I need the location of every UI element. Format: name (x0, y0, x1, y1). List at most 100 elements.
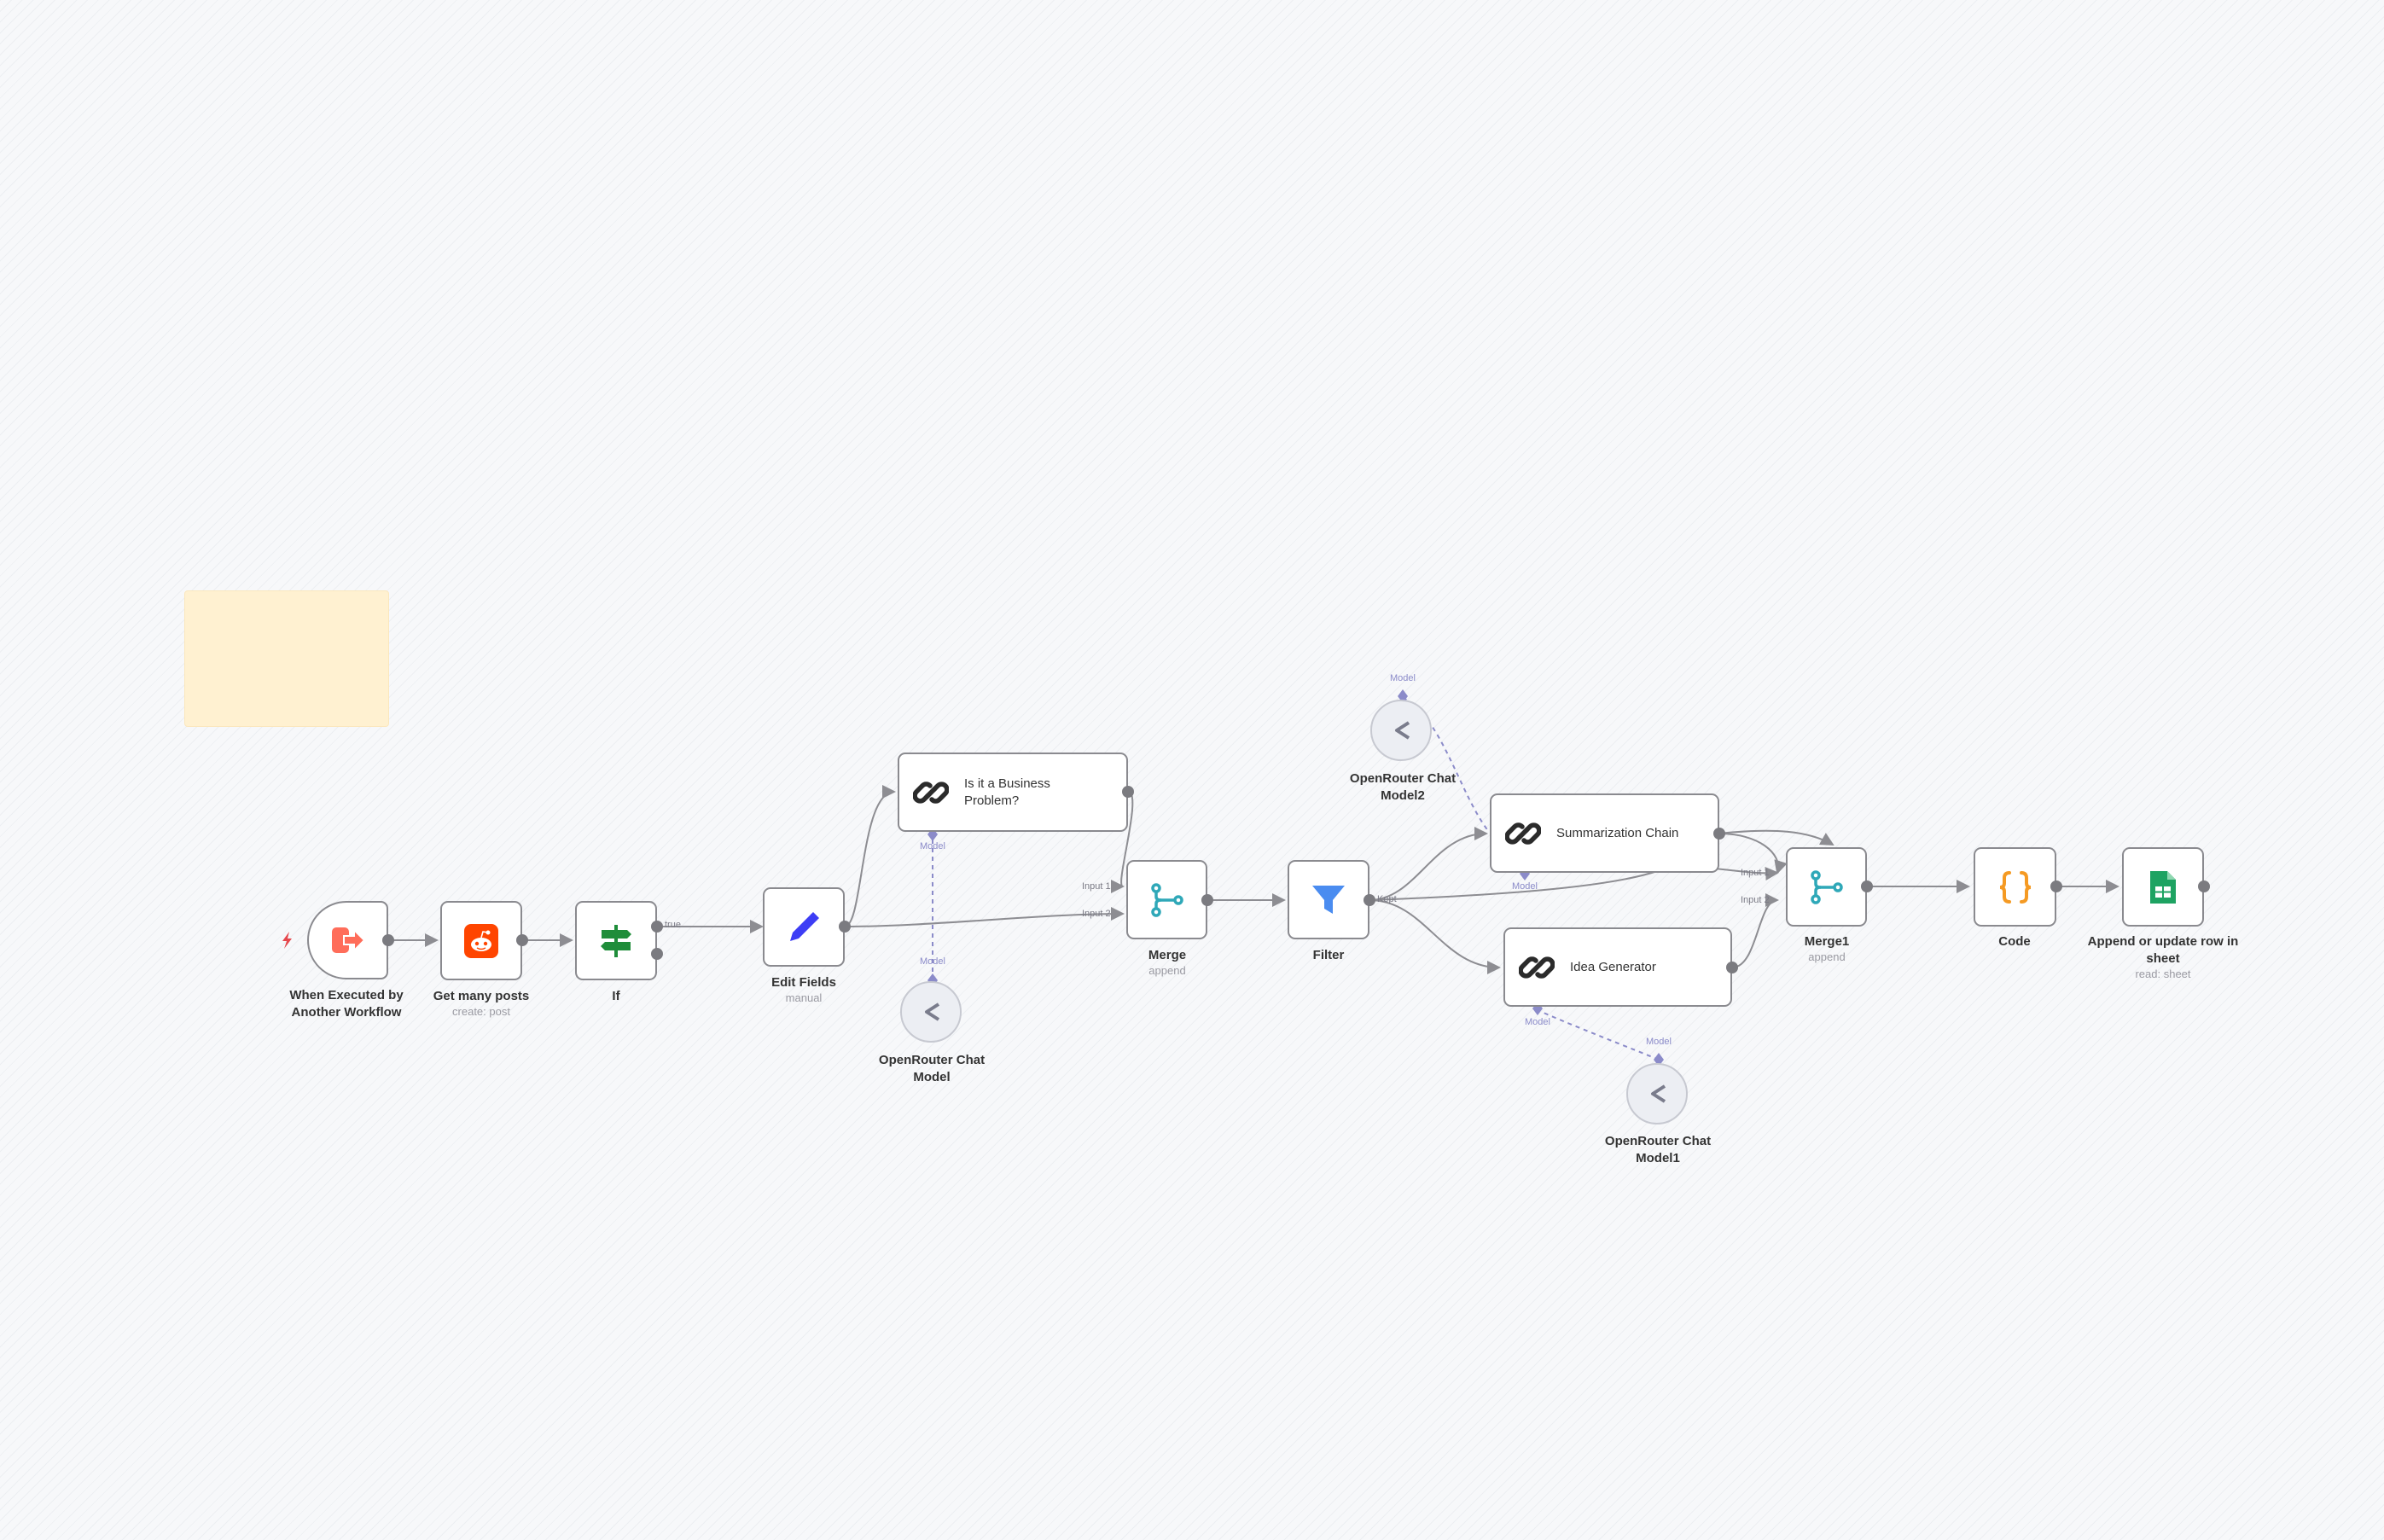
reddit-label: Get many posts (433, 989, 530, 1003)
business-title-line1: Is it a Business (964, 776, 1050, 791)
openrouter-icon (918, 999, 944, 1025)
edge-summarization-to-merge1[interactable] (1718, 833, 1788, 875)
trigger-output-handle[interactable] (382, 934, 394, 946)
merge-icon (1809, 869, 1845, 905)
sheets-label-line2: sheet (2146, 950, 2180, 966)
trigger-label-line2: Another Workflow (291, 1004, 402, 1020)
node-openrouter-chat-model2[interactable] (1370, 700, 1432, 761)
trigger-label-line1: When Executed by (289, 988, 404, 1002)
openrouter2-connector-label: Model (1390, 673, 1416, 683)
node-idea-generator[interactable]: Idea Generator (1503, 927, 1732, 1007)
sheets-label-line1: Append or update row in (2087, 934, 2239, 949)
code-output-handle[interactable] (2050, 880, 2062, 892)
node-filter[interactable] (1288, 860, 1369, 939)
chain-link-icon (1505, 816, 1541, 851)
filter-output-handle[interactable] (1364, 894, 1375, 906)
node-edit-fields[interactable] (763, 887, 845, 967)
trigger-lightning-icon (282, 932, 292, 949)
merge1-sublabel: append (1808, 950, 1846, 963)
merge1-output-handle[interactable] (1861, 880, 1873, 892)
idea-output-handle[interactable] (1726, 962, 1738, 973)
node-trigger[interactable] (307, 901, 388, 979)
trigger-label: When Executed by Another Workflow (289, 987, 403, 1020)
sheets-sublabel: read: sheet (2135, 968, 2191, 980)
merge-label: Merge (1148, 948, 1187, 962)
node-append-row-sheet[interactable] (2122, 847, 2204, 927)
google-sheets-icon (2149, 869, 2178, 905)
exit-arrow-icon (330, 924, 366, 956)
openrouter-icon (1388, 718, 1414, 743)
merge-input1-label: Input 1 (1082, 881, 1111, 892)
edit-fields-sublabel: manual (785, 991, 823, 1004)
node-merge1[interactable] (1786, 847, 1867, 927)
business-problem-title: Is it a Business Problem? (964, 776, 1050, 809)
code-label: Code (1998, 934, 2031, 949)
merge-input2-label: Input 2 (1082, 909, 1111, 919)
edge-filter-to-merge1-input1[interactable] (1369, 866, 1779, 901)
if-label: If (612, 989, 620, 1003)
sheets-label: Append or update row in sheet (2088, 933, 2239, 967)
merge-output-handle[interactable] (1201, 894, 1213, 906)
openrouter2-label: OpenRouter Chat Model2 (1350, 770, 1456, 804)
signpost-icon (598, 923, 634, 959)
summarization-model-input-label: Model (1512, 881, 1538, 892)
openrouter-connector-label: Model (920, 956, 945, 967)
business-title-line2: Problem? (964, 793, 1020, 808)
edit-fields-label: Edit Fields (771, 975, 836, 990)
merge-sublabel: append (1148, 964, 1186, 977)
edge-editfields-to-merge-input2[interactable] (844, 907, 1125, 927)
openrouter1-connector-label: Model (1646, 1037, 1672, 1047)
edge-filter-to-idea[interactable] (1369, 899, 1501, 974)
business-model-input-label: Model (920, 841, 945, 851)
openrouter2-label-line1: OpenRouter Chat (1349, 771, 1457, 786)
filter-label: Filter (1312, 948, 1345, 962)
edge-openrouter2-to-summarization-model[interactable] (1402, 697, 1490, 833)
node-business-problem-chain[interactable]: Is it a Business Problem? (898, 753, 1128, 832)
merge1-label: Merge1 (1804, 934, 1850, 949)
reddit-output-handle[interactable] (516, 934, 528, 946)
edge-filter-to-summarization[interactable] (1369, 827, 1488, 901)
merge-icon (1149, 882, 1185, 918)
if-true-branch-label: true (665, 920, 681, 930)
curly-braces-icon (1997, 869, 2033, 905)
edge-summarization-to-merge1-top[interactable] (1718, 829, 1835, 846)
idea-generator-title: Idea Generator (1570, 959, 1656, 974)
filter-kept-label: Kept (1377, 894, 1397, 904)
edge-idea-to-merge1-input2[interactable] (1731, 893, 1779, 968)
openrouter1-label: OpenRouter Chat Model1 (1605, 1133, 1711, 1166)
summarization-output-handle[interactable] (1713, 828, 1725, 840)
reddit-sublabel: create: post (452, 1005, 510, 1018)
openrouter2-label-line2: Model2 (1381, 787, 1425, 803)
merge1-input2-label: Input 2 (1741, 895, 1770, 905)
pencil-icon (785, 909, 823, 946)
sheets-output-handle[interactable] (2198, 880, 2210, 892)
business-output-handle[interactable] (1122, 786, 1134, 798)
if-true-output-handle[interactable] (651, 921, 663, 933)
chain-link-icon (913, 775, 949, 811)
sticky-note[interactable] (184, 590, 389, 727)
openrouter-label: OpenRouter Chat Model (879, 1052, 985, 1085)
node-get-many-posts[interactable] (440, 901, 522, 980)
openrouter-label-line1: OpenRouter Chat (878, 1053, 986, 1067)
reddit-icon (463, 923, 499, 959)
merge1-input1-label: Input 1 (1741, 868, 1770, 878)
edge-openrouter1-to-idea-model[interactable] (1537, 1009, 1660, 1061)
node-merge[interactable] (1126, 860, 1207, 939)
summarization-title: Summarization Chain (1556, 825, 1679, 840)
node-code[interactable] (1974, 847, 2056, 927)
openrouter-icon (1644, 1081, 1670, 1107)
node-if[interactable] (575, 901, 657, 980)
node-openrouter-chat-model[interactable] (900, 981, 962, 1043)
edge-editfields-to-business[interactable] (844, 785, 896, 927)
node-summarization-chain[interactable]: Summarization Chain (1490, 793, 1719, 873)
node-openrouter-chat-model1[interactable] (1626, 1063, 1688, 1124)
idea-model-input-label: Model (1525, 1017, 1550, 1027)
funnel-icon (1311, 882, 1346, 918)
chain-link-icon (1519, 950, 1555, 985)
openrouter1-label-line2: Model1 (1636, 1150, 1680, 1165)
if-false-output-handle[interactable] (651, 948, 663, 960)
openrouter1-label-line1: OpenRouter Chat (1604, 1134, 1712, 1148)
edit-fields-output-handle[interactable] (839, 921, 851, 933)
